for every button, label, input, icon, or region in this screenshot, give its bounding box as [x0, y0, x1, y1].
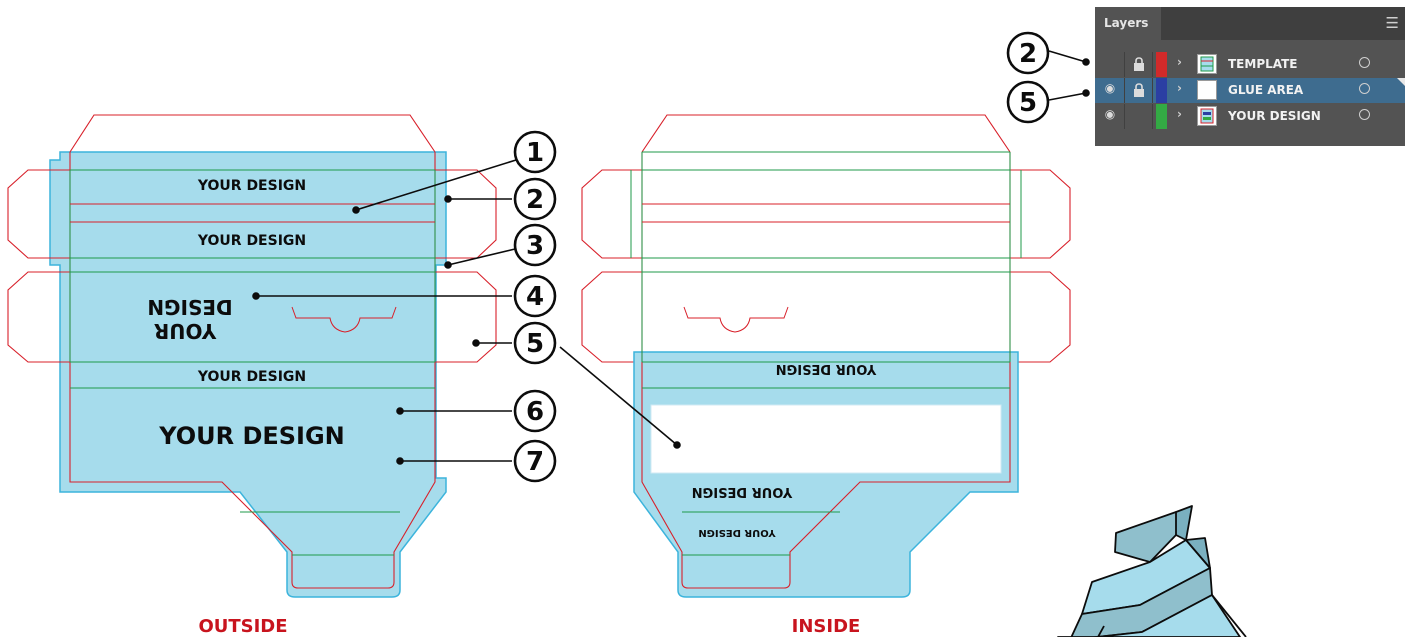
eye-icon[interactable]: ◉: [1104, 81, 1116, 95]
outside-top-tuck: [69, 114, 436, 153]
inside-design-text-2: YOUR DESIGN: [692, 484, 794, 499]
callout-1: 1: [526, 138, 544, 168]
layers-callout-2: 2: [1019, 39, 1037, 69]
outside-label: OUTSIDE: [198, 616, 287, 637]
layer-thumbnail: [1197, 106, 1217, 126]
layers-callout-circle-5: [1006, 80, 1050, 124]
callout-circle-1: [513, 130, 557, 174]
outside-design-text-4: YOUR: [154, 319, 217, 343]
inside-right-flap-1: [1010, 169, 1071, 259]
layer-row-your-design[interactable]: ◉ › YOUR DESIGN: [1095, 104, 1405, 129]
layer-color-swatch: [1156, 104, 1167, 129]
layers-tab-bar: Layers ☰: [1095, 7, 1405, 40]
inside-fill: [633, 351, 1019, 598]
outside-design-text-1: YOUR DESIGN: [197, 178, 306, 194]
layer-row-glue-area[interactable]: ◉ › GLUE AREA: [1095, 78, 1405, 103]
outside-left-flap-1: [7, 169, 70, 259]
outside-dieline: YOUR DESIGN YOUR DESIGN DESIGN YOUR YOUR…: [7, 114, 497, 637]
inside-fold-lines: [630, 151, 1022, 556]
inside-top-tuck: [641, 114, 1011, 153]
outside-design-text-6: YOUR DESIGN: [158, 422, 345, 450]
layers-panel: Layers ☰ › TEMPLATE ◉ › GLUE AREA: [1095, 7, 1405, 146]
outside-fold-lines: [69, 169, 436, 556]
layer-color-swatch: [1156, 52, 1167, 77]
layer-color-swatch: [1156, 78, 1167, 103]
inside-body-cut: [641, 152, 1011, 589]
layer-thumbnail: [1197, 54, 1217, 74]
target-circle-icon[interactable]: [1359, 83, 1370, 94]
callout-circle-5: [513, 321, 557, 365]
inside-design-text-1: YOUR DESIGN: [776, 361, 878, 376]
target-circle-icon[interactable]: [1359, 57, 1370, 68]
callout-circle-7: [513, 439, 557, 483]
inside-cut-lines: [642, 203, 1010, 333]
callouts: 1 2 3 4 5 6 7 2 5: [252, 31, 1090, 483]
inside-left-flap-1: [581, 169, 642, 259]
chevron-right-icon[interactable]: ›: [1177, 81, 1182, 95]
callout-6: 6: [526, 397, 544, 427]
layers-tab[interactable]: Layers: [1095, 7, 1161, 40]
layers-callout-5: 5: [1019, 88, 1037, 118]
eye-icon[interactable]: ◉: [1104, 107, 1116, 121]
callout-7: 7: [526, 447, 544, 477]
inside-dieline: YOUR DESIGN YOUR DESIGN YOUR DESIGN INSI…: [581, 114, 1071, 637]
lock-icon[interactable]: [1132, 56, 1146, 72]
outside-body-cut: [69, 152, 436, 589]
outside-fill: [49, 151, 447, 598]
callout-circle-2: [513, 177, 557, 221]
layer-thumbnail: [1197, 80, 1217, 100]
callout-circle-6: [513, 389, 557, 433]
outside-design-text-3: DESIGN: [147, 295, 232, 319]
inside-glue-area: [650, 404, 1002, 474]
layer-row-template[interactable]: › TEMPLATE: [1095, 52, 1405, 77]
inside-left-flap-2: [581, 271, 642, 363]
layer-name: GLUE AREA: [1228, 83, 1304, 97]
callout-4: 4: [526, 282, 544, 312]
layer-name: TEMPLATE: [1228, 57, 1298, 71]
outside-right-flap-1: [435, 169, 497, 259]
outside-right-flap-2: [435, 271, 497, 363]
callout-5: 5: [526, 329, 544, 359]
target-circle-icon[interactable]: [1359, 109, 1370, 120]
lock-icon[interactable]: [1132, 82, 1146, 98]
outside-left-flap-2: [7, 271, 70, 363]
callout-2: 2: [526, 185, 544, 215]
outside-design-text-5: YOUR DESIGN: [197, 369, 306, 385]
box-3d-illustration: [1057, 505, 1247, 637]
callout-3: 3: [526, 231, 544, 261]
hamburger-menu-icon[interactable]: ☰: [1385, 14, 1399, 32]
chevron-right-icon[interactable]: ›: [1177, 55, 1182, 69]
selection-corner-icon: [1397, 78, 1405, 86]
chevron-right-icon[interactable]: ›: [1177, 107, 1182, 121]
inside-right-flap-2: [1010, 271, 1071, 363]
layer-name: YOUR DESIGN: [1228, 109, 1321, 123]
callout-circle-4: [513, 274, 557, 318]
outside-design-text-2: YOUR DESIGN: [197, 233, 306, 249]
callout-circle-3: [513, 223, 557, 267]
layers-callout-circle-2: [1006, 31, 1050, 75]
inside-label: INSIDE: [792, 616, 861, 637]
inside-design-text-3: YOUR DESIGN: [698, 527, 776, 538]
